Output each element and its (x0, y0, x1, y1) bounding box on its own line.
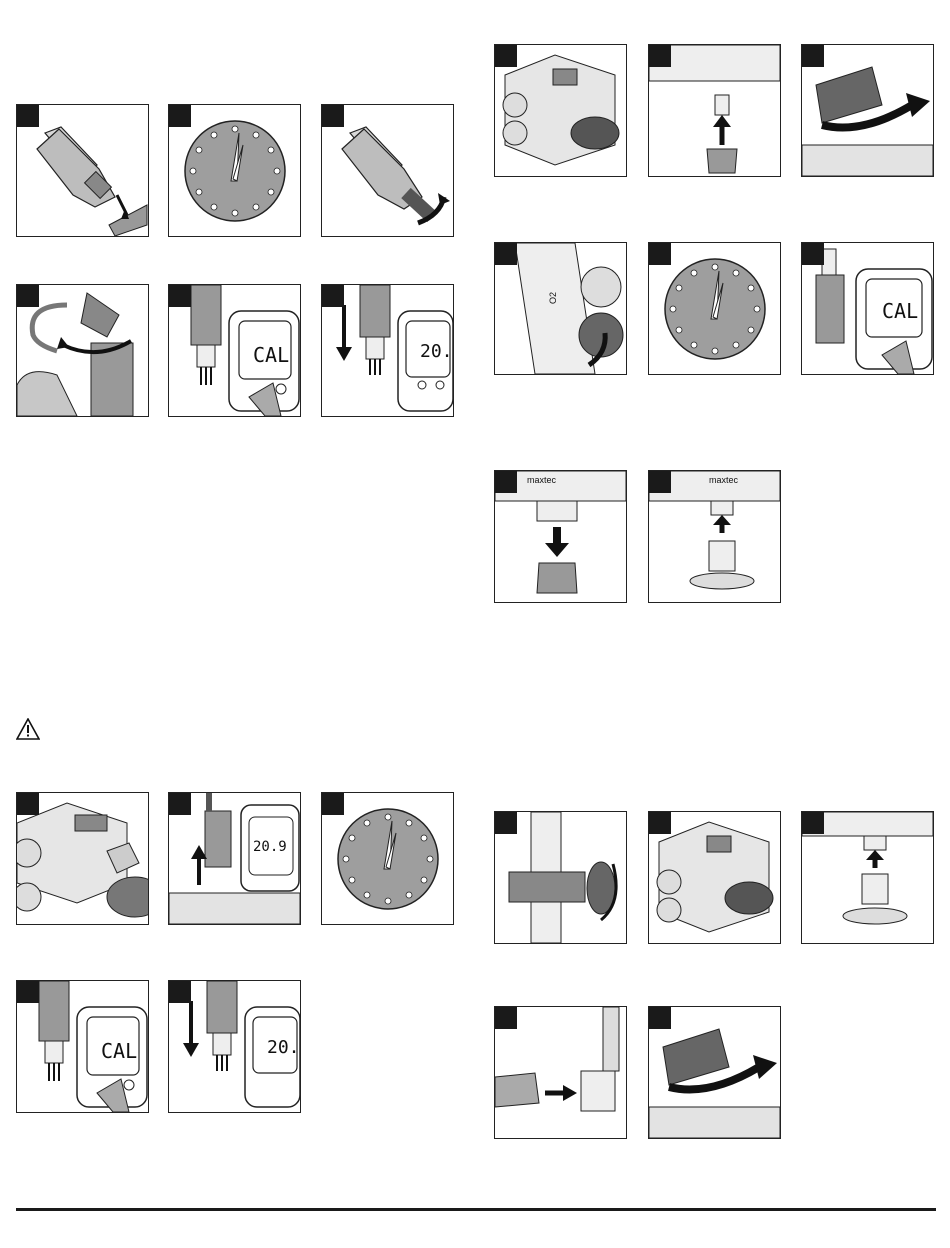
step-panel-o2-knob: O2 (494, 242, 627, 375)
step-panel-cable-connect (16, 284, 149, 417)
step-badge (649, 243, 671, 265)
footer-divider (16, 1208, 936, 1211)
lcd-reading-text: 20.9 (420, 341, 454, 362)
step-panel-reading-display: 20.9 % (321, 284, 454, 417)
step-badge (802, 45, 824, 67)
lcd-reading-text: 20.9 (253, 839, 287, 855)
step-panel-adapter-attach: maxtec (648, 470, 781, 603)
lcd-cal-text: CAL (101, 1039, 137, 1063)
step-panel-wait-clock (648, 242, 781, 375)
step-panel-cap-remove (648, 44, 781, 177)
step-panel-cal-display: CAL (16, 980, 149, 1113)
step-badge (649, 1007, 671, 1029)
step-panel-hose-connect (494, 1006, 627, 1139)
step-panel-wait-clock (321, 792, 454, 925)
step-panel-sensor-insert-reading: 20.9 (168, 792, 301, 925)
o2-label: O2 (548, 292, 558, 304)
step-badge (649, 812, 671, 834)
lcd-reading-text: 20.9 (267, 1037, 301, 1058)
step-panel-valve-knob (648, 811, 781, 944)
step-panel-adapter-attach (801, 811, 934, 944)
step-badge (322, 285, 344, 307)
step-panel-cap-attach: maxtec (494, 470, 627, 603)
step-panel-lever-rotate (801, 44, 934, 177)
step-badge (169, 793, 191, 815)
step-badge (495, 1007, 517, 1029)
step-badge (495, 243, 517, 265)
step-panel-cal-display: CAL (801, 242, 934, 375)
step-badge (17, 285, 39, 307)
step-badge (802, 243, 824, 265)
brand-label: maxtec (527, 475, 556, 485)
step-badge (169, 285, 191, 307)
step-panel-wait-clock (168, 104, 301, 237)
step-badge (649, 45, 671, 67)
step-badge (322, 105, 344, 127)
brand-label: maxtec (709, 475, 738, 485)
lcd-cal-text: CAL (253, 343, 289, 367)
step-badge (17, 105, 39, 127)
step-panel-reading-display: 20.9 % (168, 980, 301, 1113)
step-badge (495, 812, 517, 834)
step-badge (17, 981, 39, 1003)
step-badge (495, 471, 517, 493)
step-panel-sensor-thread-tape (16, 104, 149, 237)
step-panel-sensor-rotate (321, 104, 454, 237)
step-badge (169, 105, 191, 127)
lcd-cal-text: CAL (882, 299, 918, 323)
step-badge (169, 981, 191, 1003)
step-panel-lever-rotate (648, 1006, 781, 1139)
step-badge (495, 45, 517, 67)
step-badge (649, 471, 671, 493)
warning-triangle-icon (16, 718, 40, 740)
step-badge (322, 793, 344, 815)
step-panel-cal-display: CAL (168, 284, 301, 417)
step-panel-clamp-knob (494, 811, 627, 944)
step-badge (802, 812, 824, 834)
step-badge (17, 793, 39, 815)
step-panel-valve-knob (494, 44, 627, 177)
step-panel-valve-assembly (16, 792, 149, 925)
